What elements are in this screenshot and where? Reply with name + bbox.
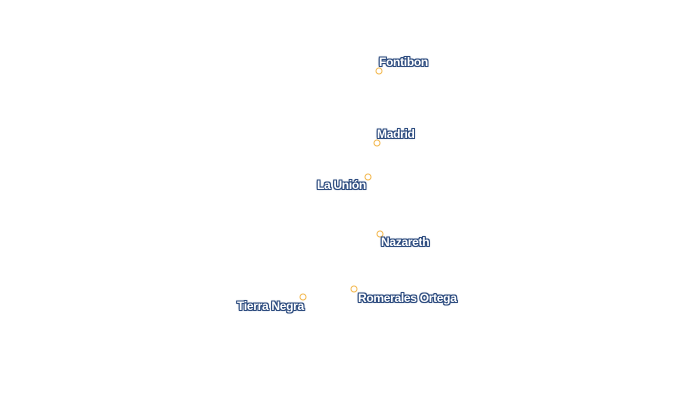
place-marker-nazareth[interactable] <box>376 230 384 238</box>
place-label-madrid: Madrid <box>377 127 415 141</box>
place-label-nazareth: Nazareth <box>381 235 430 249</box>
place-marker-la-union[interactable] <box>364 173 372 181</box>
place-label-la-union: La Unión <box>317 178 366 192</box>
place-label-fontibon: Fontibon <box>379 55 428 69</box>
place-marker-fontibon[interactable] <box>375 67 383 75</box>
place-marker-madrid[interactable] <box>373 139 381 147</box>
place-marker-tierra-negra[interactable] <box>299 293 307 301</box>
place-marker-romerales-ortega[interactable] <box>350 285 358 293</box>
place-label-romerales-ortega: Romerales Ortega <box>358 291 457 305</box>
place-label-tierra-negra: Tierra Negra <box>237 299 304 313</box>
